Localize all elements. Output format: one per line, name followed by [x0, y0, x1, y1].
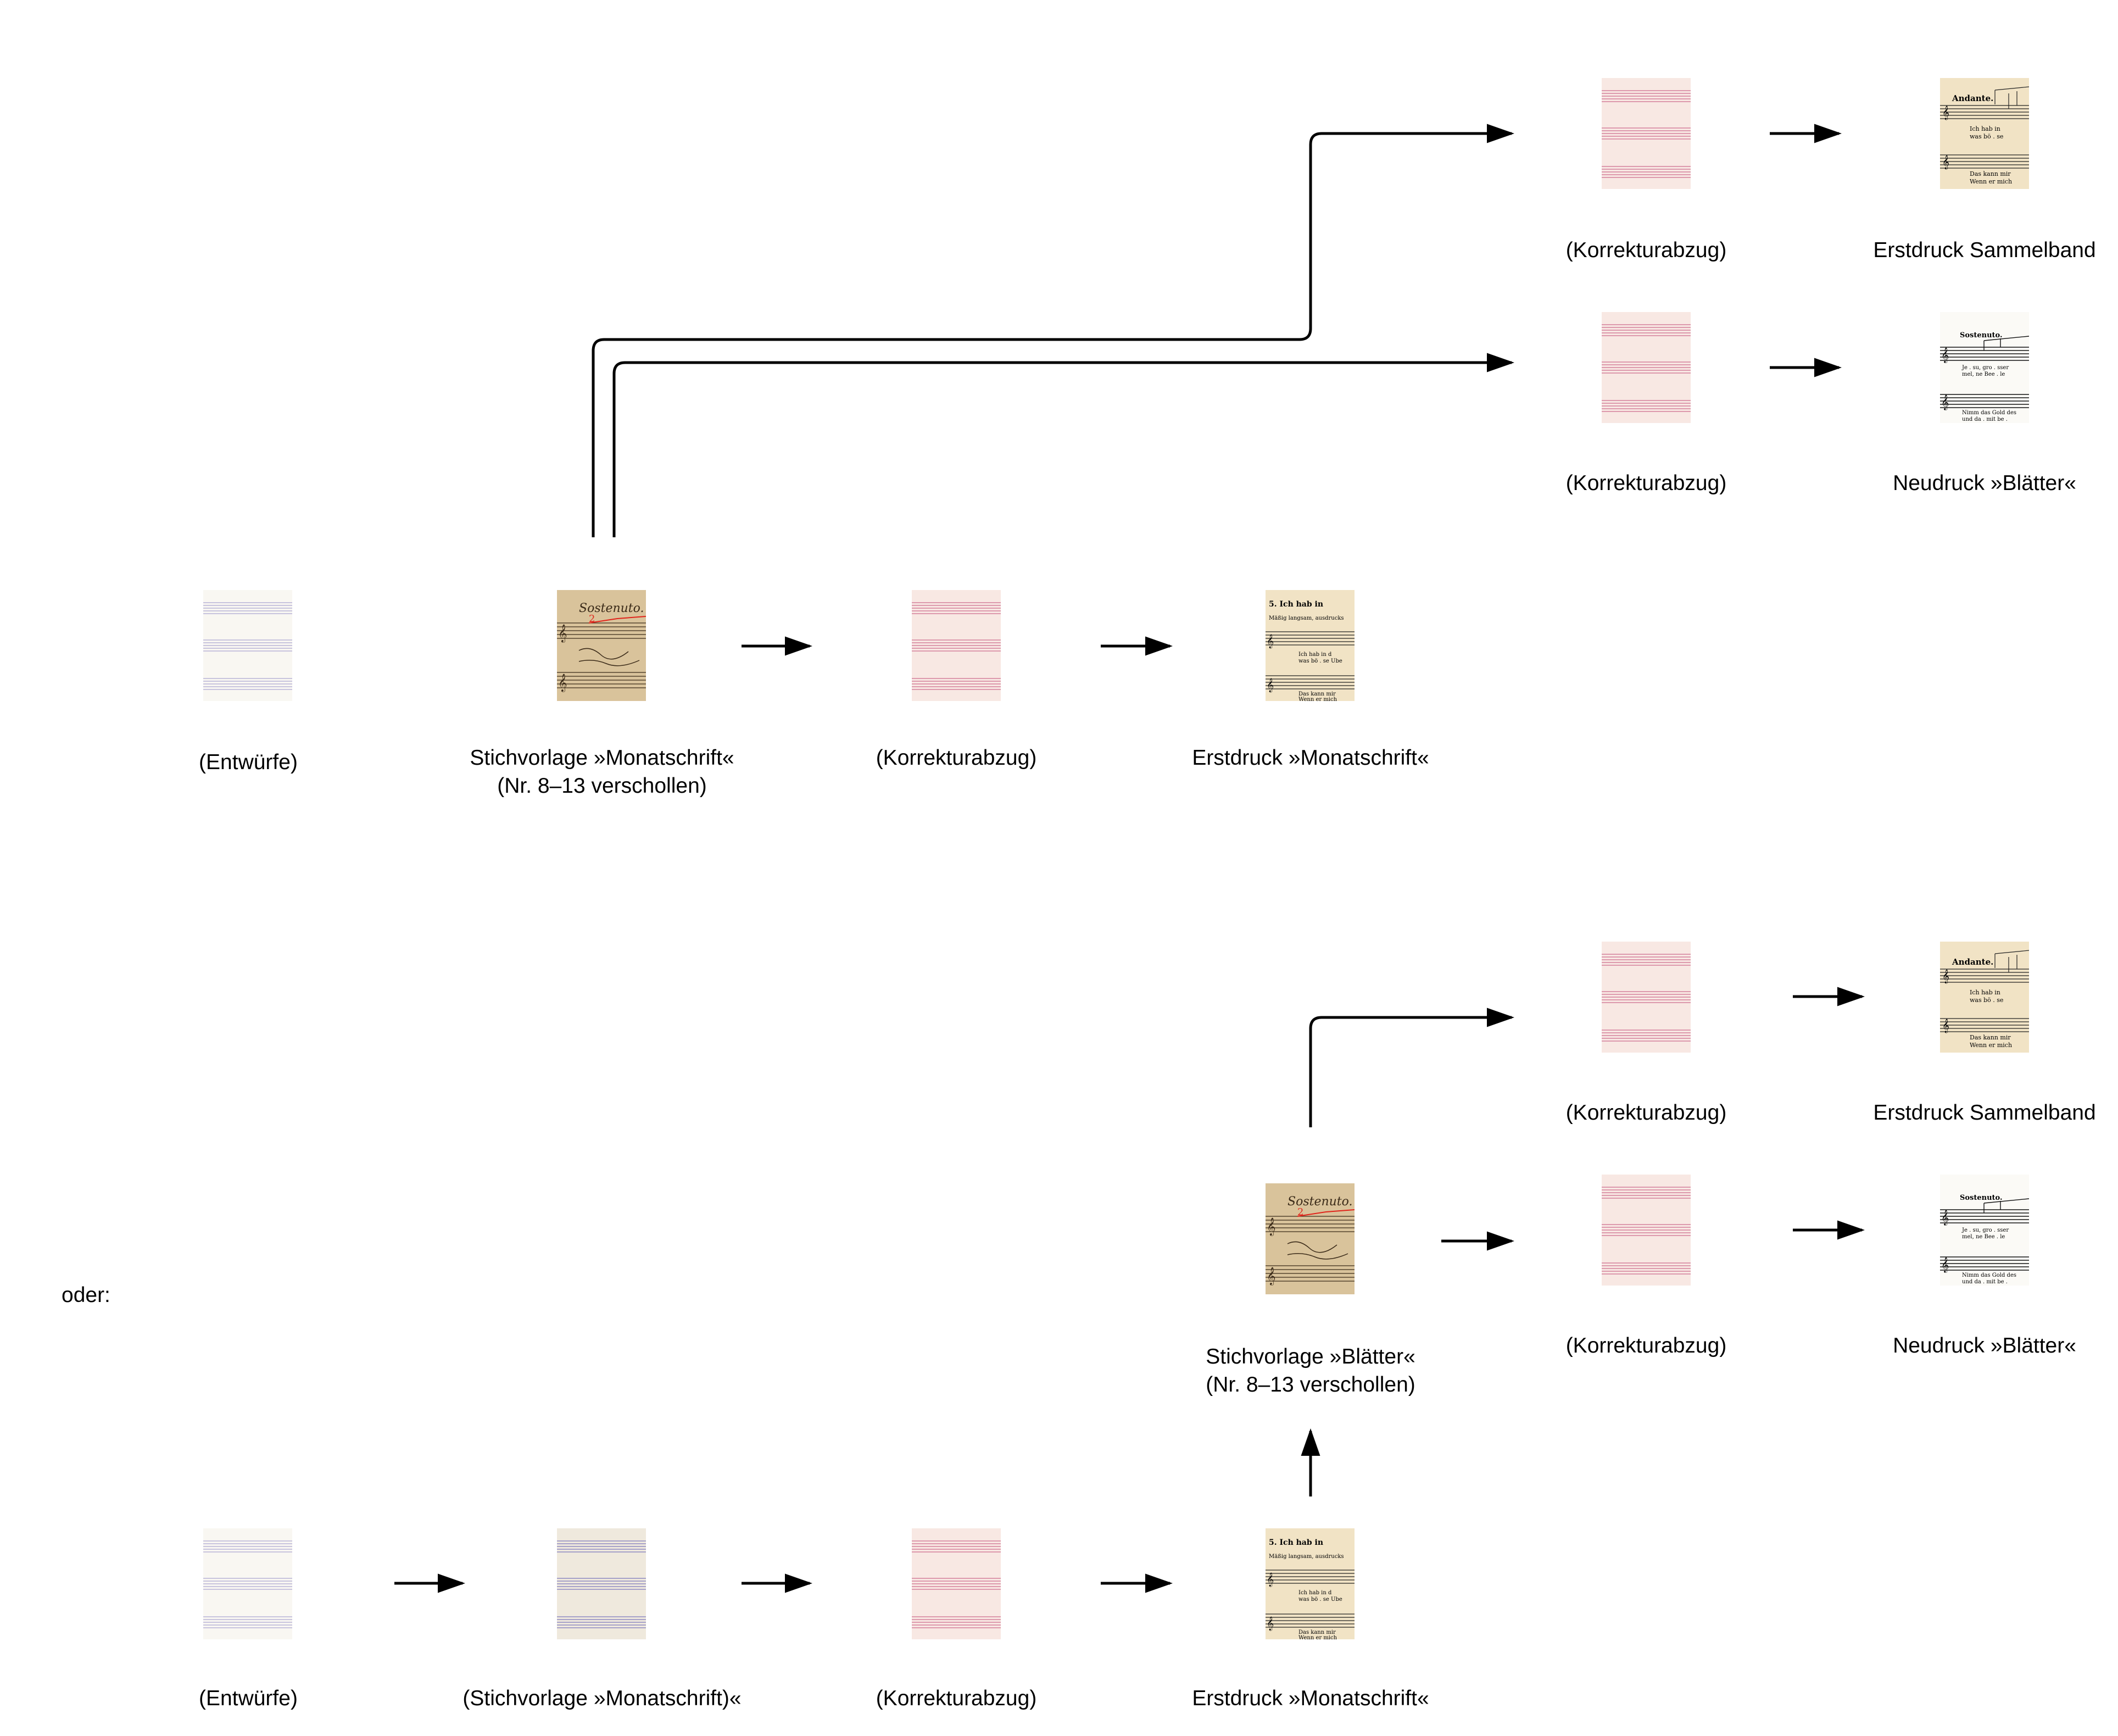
svg-text:Ich hab in d: Ich hab in d — [1298, 1590, 1332, 1596]
korrekturabzug-blaetter-thumbnail-top — [1602, 312, 1691, 423]
label-korrekturabzug-blaetter-bottom: (Korrekturabzug) — [1565, 1334, 1727, 1357]
svg-text:mel, ne Bee . le: mel, ne Bee . le — [1962, 371, 2005, 377]
svg-text:𝄞: 𝄞 — [1267, 1572, 1274, 1587]
svg-text:Je . su, gro . sser: Je . su, gro . sser — [1961, 365, 2009, 371]
svg-text:Nimm das Gold des: Nimm das Gold des — [1962, 410, 2016, 416]
svg-text:𝄞: 𝄞 — [1941, 347, 1949, 363]
korrekturabzug-thumbnail-bottom — [912, 1528, 1001, 1639]
svg-text:Ich hab in: Ich hab in — [1970, 125, 2000, 132]
svg-text:𝄞: 𝄞 — [558, 624, 567, 643]
svg-text:Wenn er mich: Wenn er mich — [1970, 1042, 2012, 1049]
arrow-stichvorlage-to-korrekturabzug-sammelband — [592, 124, 1514, 537]
svg-text:𝄞: 𝄞 — [1267, 1217, 1276, 1236]
korrekturabzug-sammelband-thumbnail-bottom — [1602, 942, 1691, 1053]
svg-text:was bö . se: was bö . se — [1970, 997, 2003, 1004]
svg-text:und da . mit be .: und da . mit be . — [1962, 1279, 2008, 1285]
label-neudruck-blaetter-top: Neudruck »Blätter« — [1893, 471, 2076, 495]
svg-text:was bö . se Ube: was bö . se Ube — [1298, 1596, 1342, 1603]
label-korrekturabzug-main: (Korrekturabzug) — [876, 746, 1037, 770]
svg-text:Mäßig langsam, ausdrucks: Mäßig langsam, ausdrucks — [1269, 615, 1344, 621]
svg-text:𝄞: 𝄞 — [558, 674, 567, 692]
label-entwuerfe-top: (Entwürfe) — [199, 750, 298, 774]
label-neudruck-blaetter-bottom: Neudruck »Blätter« — [1893, 1334, 2076, 1357]
neudruck-blaetter-thumbnail-bottom: Sostenuto. 𝄞 Je . su, gro . sser mel, ne… — [1940, 1175, 2029, 1286]
erstdruck-sammelband-thumbnail-top: Andante. 𝄞 Ich hab in was bö . se Das ka… — [1940, 78, 2029, 189]
svg-text:2: 2 — [589, 613, 595, 625]
erstdruck-sammelband-thumbnail-bottom: Andante. 𝄞 Ich hab in was bö . se Das ka… — [1940, 942, 2029, 1053]
korrekturabzug-sammelband-thumbnail-top — [1602, 78, 1691, 189]
svg-text:Andante.: Andante. — [1952, 93, 1993, 103]
svg-text:𝄞: 𝄞 — [1941, 1257, 1949, 1273]
label-erstdruck-sammelband-top: Erstdruck Sammelband — [1873, 238, 2096, 262]
svg-text:Mäßig langsam, ausdrucks: Mäßig langsam, ausdrucks — [1269, 1554, 1344, 1560]
neudruck-blaetter-thumbnail-top: Sostenuto. 𝄞 Je . su, gro . sser mel, ne… — [1940, 312, 2029, 423]
svg-text:Je . su, gro . sser: Je . su, gro . sser — [1961, 1227, 2009, 1233]
arrow-stichvorlage-blaetter-to-korrektur-sammelband — [1309, 1008, 1514, 1127]
stichvorlage-monatschrift-lost-thumbnail — [557, 1528, 646, 1639]
svg-text:𝄞: 𝄞 — [1941, 1210, 1949, 1226]
korrekturabzug-thumbnail-main — [912, 590, 1001, 701]
svg-text:Nimm das Gold des: Nimm das Gold des — [1962, 1272, 2016, 1278]
svg-text:Wenn er mich: Wenn er mich — [1970, 178, 2012, 185]
entwuerfe-thumbnail-top — [203, 590, 292, 701]
label-korrekturabzug-sammelband-top: (Korrekturabzug) — [1565, 238, 1727, 262]
svg-text:2: 2 — [1297, 1206, 1303, 1218]
label-erstdruck-monatschrift-bottom: Erstdruck »Monatschrift« — [1192, 1687, 1429, 1710]
svg-text:Sostenuto.: Sostenuto. — [579, 602, 644, 615]
label-stichvorlage-monatschrift: Stichvorlage »Monatschrift« (Nr. 8–13 ve… — [470, 746, 734, 798]
svg-text:Ich hab in: Ich hab in — [1970, 989, 2000, 996]
svg-text:Sostenuto.: Sostenuto. — [1960, 331, 2003, 340]
svg-text:𝄞: 𝄞 — [1267, 1616, 1274, 1631]
label-stichvorlage-monatschrift-paren: (Stichvorlage »Monatschrift)« — [462, 1687, 742, 1710]
svg-text:und da . mit be .: und da . mit be . — [1962, 416, 2008, 422]
svg-text:Das kann mir: Das kann mir — [1298, 1629, 1336, 1635]
label-oder: oder: — [62, 1283, 110, 1307]
label-erstdruck-monatschrift-top: Erstdruck »Monatschrift« — [1192, 746, 1429, 770]
svg-text:𝄞: 𝄞 — [1267, 1267, 1276, 1286]
svg-text:𝄞: 𝄞 — [1942, 155, 1949, 169]
svg-text:Das kann mir: Das kann mir — [1298, 691, 1336, 697]
label-korrekturabzug-sammelband-bottom: (Korrekturabzug) — [1565, 1101, 1727, 1125]
svg-text:𝄞: 𝄞 — [1942, 1019, 1949, 1033]
svg-text:𝄞: 𝄞 — [1942, 105, 1949, 120]
svg-text:Sostenuto.: Sostenuto. — [1287, 1195, 1353, 1209]
svg-text:Andante.: Andante. — [1952, 957, 1993, 967]
svg-text:Das kann mir: Das kann mir — [1970, 1034, 2011, 1041]
svg-text:𝄞: 𝄞 — [1267, 634, 1274, 648]
svg-text:was bö . se Ube: was bö . se Ube — [1298, 658, 1342, 664]
arrow-stichvorlage-to-korrekturabzug-blaetter — [612, 353, 1514, 537]
svg-text:5. Ich hab in: 5. Ich hab in — [1269, 1538, 1323, 1547]
stichvorlage-blaetter-manuscript-thumbnail: Sostenuto. 2 𝄞 𝄞 — [1266, 1183, 1355, 1294]
entwuerfe-thumbnail-bottom — [203, 1528, 292, 1639]
svg-text:Ich hab in d: Ich hab in d — [1298, 652, 1332, 658]
korrekturabzug-blaetter-thumbnail-bottom — [1602, 1175, 1691, 1286]
label-korrekturabzug-bottom: (Korrekturabzug) — [876, 1687, 1037, 1710]
svg-text:Das kann mir: Das kann mir — [1970, 170, 2011, 177]
stichvorlage-monatschrift-manuscript-thumbnail: Sostenuto. 2 𝄞 𝄞 — [557, 590, 646, 701]
svg-text:5. Ich hab in: 5. Ich hab in — [1269, 600, 1323, 609]
label-entwuerfe-bottom: (Entwürfe) — [199, 1687, 298, 1710]
svg-text:𝄞: 𝄞 — [1941, 394, 1949, 410]
svg-text:𝄞: 𝄞 — [1267, 678, 1274, 692]
label-erstdruck-sammelband-bottom: Erstdruck Sammelband — [1873, 1101, 2096, 1125]
svg-text:Sostenuto.: Sostenuto. — [1960, 1194, 2003, 1202]
svg-text:𝄞: 𝄞 — [1942, 969, 1949, 983]
erstdruck-monatschrift-thumbnail-top: 5. Ich hab in Mäßig langsam, ausdrucks 𝄞… — [1266, 590, 1355, 701]
svg-text:was bö . se: was bö . se — [1970, 133, 2003, 140]
label-korrekturabzug-blaetter-top: (Korrekturabzug) — [1565, 471, 1727, 495]
svg-text:Wenn er mich: Wenn er mich — [1298, 1635, 1337, 1639]
svg-text:Wenn er mich: Wenn er mich — [1298, 697, 1337, 701]
erstdruck-monatschrift-thumbnail-bottom: 5. Ich hab in Mäßig langsam, ausdrucks 𝄞… — [1266, 1528, 1355, 1639]
label-stichvorlage-blaetter: Stichvorlage »Blätter« (Nr. 8–13 verscho… — [1206, 1345, 1415, 1396]
svg-text:mel, ne Bee . le: mel, ne Bee . le — [1962, 1234, 2005, 1240]
